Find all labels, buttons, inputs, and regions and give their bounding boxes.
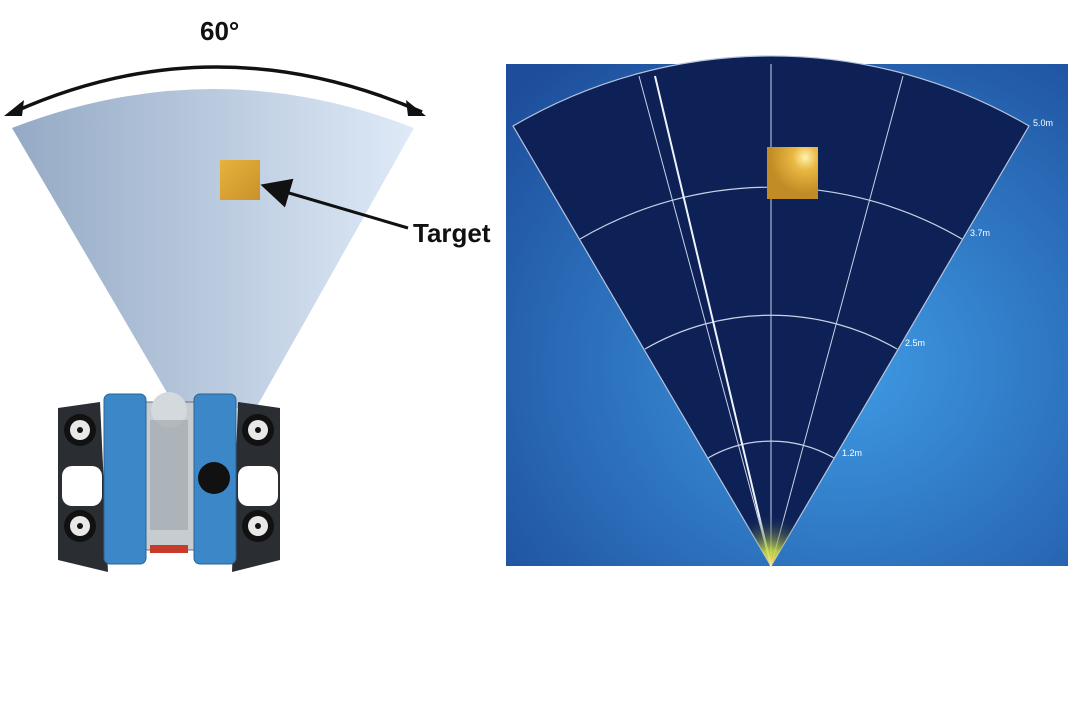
rov-vehicle	[58, 392, 280, 572]
sonar-beam-cone	[12, 89, 414, 408]
rov-float-left	[103, 393, 147, 565]
fov-arc-arrowhead-left	[4, 100, 24, 116]
thruster-icon	[64, 510, 96, 542]
sonar-target-return	[767, 147, 818, 199]
bearing-line-bright	[654, 75, 772, 567]
range-label-1-2m: 1.2m	[842, 448, 862, 458]
target-pointer-arrow	[260, 178, 409, 230]
range-label-5m: 5.0m	[1033, 118, 1053, 128]
thruster-icon	[242, 510, 274, 542]
thruster-icon	[64, 414, 96, 446]
rov-camera-dome	[198, 462, 230, 494]
fov-angle-label: 60°	[200, 16, 240, 46]
target-label: Target	[413, 218, 491, 248]
bearing-line	[770, 75, 904, 567]
range-label-2-5m: 2.5m	[905, 338, 925, 348]
sonar-display: 5.0m 3.7m 2.5m 1.2m	[506, 55, 1068, 568]
target-square	[220, 160, 260, 200]
fov-diagram	[4, 65, 426, 408]
thruster-icon	[242, 414, 274, 446]
range-label-3-7m: 3.7m	[970, 228, 990, 238]
fov-arc-arrow	[13, 65, 423, 114]
near-field-noise	[738, 500, 804, 566]
bearing-line	[638, 75, 772, 567]
fov-arc-arrowhead-right	[406, 100, 426, 116]
